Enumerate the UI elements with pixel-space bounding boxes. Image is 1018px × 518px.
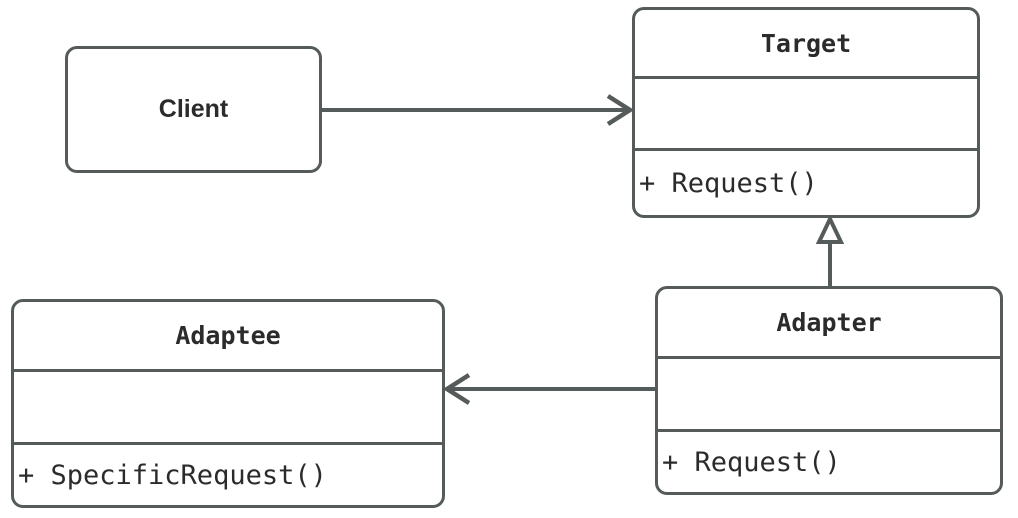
class-attributes-adaptee bbox=[14, 369, 442, 442]
edge-adapter-to-adaptee bbox=[442, 373, 655, 405]
class-name-client: Client bbox=[158, 95, 229, 123]
class-operations-adaptee: + SpecificRequest() bbox=[14, 442, 442, 505]
class-box-target[interactable]: Target + Request() bbox=[632, 7, 980, 218]
edge-client-to-target bbox=[322, 94, 635, 126]
edge-adapter-to-target bbox=[815, 214, 845, 286]
operation-adaptee-specific-request: + SpecificRequest() bbox=[18, 459, 327, 491]
class-name-target: Target bbox=[760, 28, 852, 58]
class-box-adaptee[interactable]: Adaptee + SpecificRequest() bbox=[11, 299, 445, 508]
class-box-adapter[interactable]: Adapter + Request() bbox=[655, 286, 1003, 495]
class-name-adapter: Adapter bbox=[776, 308, 882, 337]
operation-adapter-request: + Request() bbox=[662, 446, 841, 478]
class-attributes-target bbox=[635, 76, 977, 148]
operation-target-request: + Request() bbox=[639, 167, 818, 199]
class-attributes-adapter bbox=[658, 356, 1000, 429]
class-box-client[interactable]: Client bbox=[65, 46, 322, 173]
class-operations-adapter: + Request() bbox=[658, 429, 1000, 492]
class-operations-target: + Request() bbox=[635, 148, 977, 215]
class-name-adaptee: Adaptee bbox=[175, 321, 281, 350]
